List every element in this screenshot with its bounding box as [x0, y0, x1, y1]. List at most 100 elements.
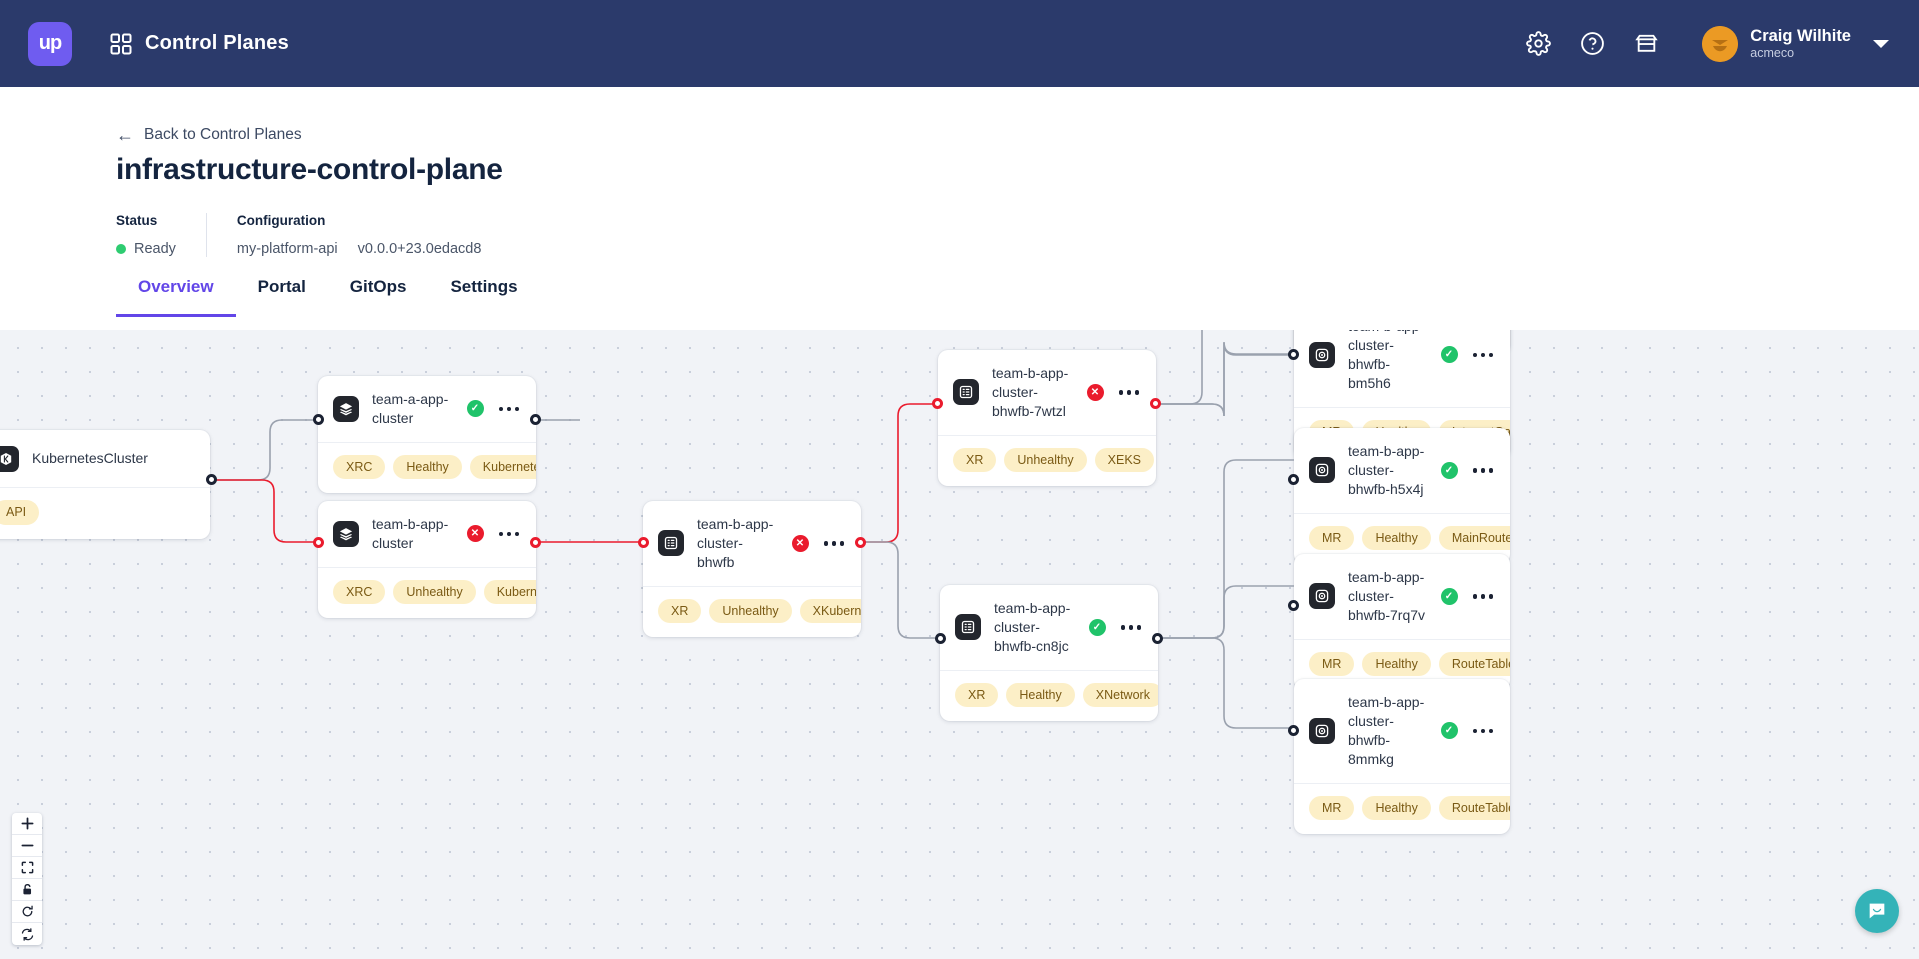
node-card-team-b-app-cluster-bhwfb-cn8jc[interactable]: team-b-app-cluster-bhwfb-cn8jc ✓ XR Heal…: [940, 585, 1158, 722]
user-org: acmeco: [1750, 45, 1795, 60]
status-badge-unhealthy: ✕: [791, 534, 809, 552]
nav-title: Control Planes: [145, 32, 289, 54]
chat-widget-button[interactable]: [1855, 889, 1899, 933]
node-tags: XRC Unhealthy KubernetesCluster: [318, 568, 536, 619]
node-handle-left[interactable]: [1288, 349, 1299, 360]
status-value: Ready: [116, 241, 176, 257]
node-menu-button[interactable]: [1471, 725, 1496, 738]
managed-resource-icon: [1309, 341, 1335, 368]
node-menu-button[interactable]: [497, 403, 522, 416]
composite-icon: [658, 530, 684, 557]
tag-pill: MainRouteTableAssociation: [1438, 525, 1510, 551]
avatar: [1702, 25, 1739, 62]
node-card-team-b-app-cluster-bhwfb-8mmkg[interactable]: team-b-app-cluster-bhwfb-8mmkg ✓ MR Heal…: [1294, 679, 1510, 835]
tab-bar: Overview Portal GitOps Settings: [116, 277, 540, 317]
node-tags: XRC Healthy KubernetesCluster: [318, 443, 536, 494]
tab-settings[interactable]: Settings: [450, 277, 518, 296]
node-card-team-b-app-cluster[interactable]: team-b-app-cluster ✕ XRC Unhealthy Kuber…: [318, 501, 536, 619]
tag-pill: Healthy: [393, 454, 462, 480]
node-handle-left[interactable]: [1288, 474, 1299, 485]
graph-edges: [0, 330, 1919, 959]
tag-pill: XKubernetesCluster: [799, 598, 861, 624]
marketplace-icon[interactable]: [1632, 30, 1660, 58]
logo-text: up: [38, 32, 62, 54]
tag-pill: KubernetesCluster: [469, 454, 536, 480]
configuration-label: Configuration: [236, 213, 326, 228]
status-dot-icon: [116, 244, 126, 254]
node-card-team-b-app-cluster-bhwfb-h5x4j[interactable]: team-b-app-cluster-bhwfb-h5x4j ✓ MR Heal…: [1294, 428, 1510, 565]
node-handle-left[interactable]: [935, 633, 946, 644]
node-card-kubernetescluster[interactable]: KubernetesCluster API: [0, 430, 210, 539]
upbound-logo[interactable]: up: [28, 21, 72, 66]
fit-view-button[interactable]: [12, 857, 42, 879]
tag-pill: Healthy: [1006, 682, 1075, 708]
node-handle-right[interactable]: [530, 537, 541, 548]
node-menu-button[interactable]: [1471, 349, 1496, 362]
refresh-button[interactable]: [12, 923, 42, 945]
node-menu-button[interactable]: [1471, 590, 1496, 603]
node-card-team-b-app-cluster-bhwfb[interactable]: team-b-app-cluster-bhwfb ✕ XR Unhealthy …: [643, 501, 861, 638]
help-icon[interactable]: [1578, 30, 1606, 58]
node-header: team-a-app-cluster ✓: [318, 376, 536, 443]
tag-pill: API: [0, 500, 40, 525]
status-badge-healthy: ✓: [1440, 587, 1458, 605]
node-menu-button[interactable]: [822, 537, 847, 550]
node-title: team-b-app-cluster-bhwfb: [697, 516, 774, 570]
node-menu-button[interactable]: [497, 528, 522, 541]
tag-pill: RouteTableAssociation: [1438, 651, 1510, 677]
node-tags: MR Healthy MainRouteTableAssociation: [1294, 514, 1510, 565]
node-handle-left[interactable]: [313, 414, 324, 425]
graph-controls-toolbar: [12, 813, 42, 945]
status-badge-unhealthy: ✕: [1086, 383, 1104, 401]
tag-pill: MR: [1309, 525, 1355, 551]
nav-control-planes[interactable]: Control Planes: [110, 32, 289, 55]
node-card-team-b-app-cluster-bhwfb-7wtzl[interactable]: team-b-app-cluster-bhwfb-7wtzl ✕ XR Unhe…: [938, 350, 1156, 487]
tag-pill: XR: [953, 447, 997, 473]
zoom-out-button[interactable]: [12, 835, 42, 857]
node-menu-button[interactable]: [1119, 621, 1144, 634]
status-text: Ready: [134, 241, 176, 257]
node-handle-right[interactable]: [1150, 398, 1161, 409]
tab-overview[interactable]: Overview: [116, 277, 236, 317]
node-handle-left[interactable]: [1288, 600, 1299, 611]
tag-pill: Healthy: [1362, 525, 1431, 551]
node-handle-left[interactable]: [638, 537, 649, 548]
node-handle-left[interactable]: [313, 537, 324, 548]
tag-pill: KubernetesCluster: [483, 579, 536, 605]
tab-gitops[interactable]: GitOps: [349, 277, 407, 296]
managed-resource-icon: [1309, 583, 1335, 610]
status-label: Status: [116, 213, 158, 228]
user-name: Craig Wilhite: [1750, 26, 1851, 45]
settings-icon[interactable]: [1524, 30, 1552, 58]
node-tags: XR Healthy XNetwork: [940, 671, 1158, 722]
tag-pill: RouteTableAssociation: [1438, 795, 1510, 821]
chevron-down-icon[interactable]: [1873, 39, 1889, 48]
zoom-in-button[interactable]: [12, 813, 42, 835]
node-handle-left[interactable]: [1288, 725, 1299, 736]
back-to-control-planes-link[interactable]: ← Back to Control Planes: [116, 126, 302, 144]
node-handle-right[interactable]: [206, 474, 217, 485]
node-card-team-b-app-cluster-bhwfb-7rq7v[interactable]: team-b-app-cluster-bhwfb-7rq7v ✓ MR Heal…: [1294, 554, 1510, 691]
node-handle-right[interactable]: [530, 414, 541, 425]
node-handle-right[interactable]: [1152, 633, 1163, 644]
reset-button[interactable]: [12, 901, 42, 923]
managed-resource-icon: [1309, 457, 1335, 484]
node-card-team-a-app-cluster[interactable]: team-a-app-cluster ✓ XRC Healthy Kuberne…: [318, 376, 536, 494]
node-menu-button[interactable]: [1471, 464, 1496, 477]
resource-graph-canvas[interactable]: KubernetesCluster API team-a-app-cluster…: [0, 330, 1919, 959]
lock-button[interactable]: [12, 879, 42, 901]
node-header: team-b-app-cluster-bhwfb-cn8jc ✓: [940, 585, 1158, 671]
node-handle-left[interactable]: [932, 398, 943, 409]
layers-icon: [333, 395, 359, 422]
tab-portal[interactable]: Portal: [257, 277, 306, 296]
tag-pill: XR: [955, 682, 999, 708]
node-header: team-b-app-cluster-bhwfb-bm5h6 ✓: [1294, 330, 1510, 408]
kubernetes-icon: [0, 445, 19, 472]
topnav-actions: Craig Wilhite acmeco: [1524, 25, 1889, 62]
node-handle-right[interactable]: [855, 537, 866, 548]
user-menu[interactable]: Craig Wilhite acmeco: [1702, 25, 1889, 62]
chat-smile-icon: [1869, 903, 1885, 919]
node-menu-button[interactable]: [1117, 386, 1142, 399]
node-title: team-b-app-cluster-bhwfb-bm5h6: [1348, 330, 1424, 391]
status-badge-healthy: ✓: [1088, 618, 1106, 636]
